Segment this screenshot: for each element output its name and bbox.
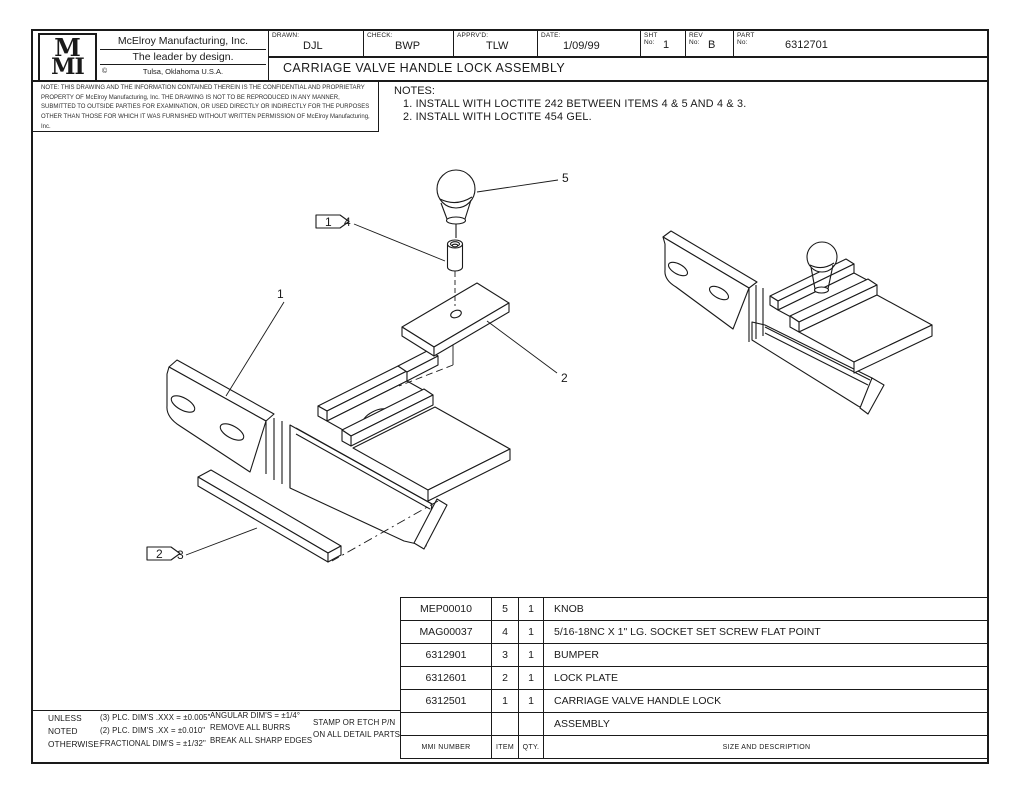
- table-row: 6312901 3 1 BUMPER: [401, 644, 989, 667]
- bom-item: 4: [492, 621, 519, 643]
- bom-description: ASSEMBLY: [554, 718, 610, 730]
- field-label-rev: REV No:: [689, 32, 703, 46]
- tolerance-2plc: (2) PLC. DIM'S .XX = ±0.010": [100, 726, 206, 735]
- bom-mmi-number: MAG00037: [401, 621, 492, 643]
- confidentiality-note: NOTE: THIS DRAWING AND THE INFORMATION C…: [41, 85, 370, 130]
- bom-item: 5: [492, 598, 519, 620]
- bom-header-qty: QTY.: [519, 736, 544, 758]
- titleblock-bottom-line: [31, 80, 987, 82]
- field-value-date: 1/09/99: [563, 40, 600, 52]
- titleblock-divider: [640, 31, 641, 56]
- bom-description: KNOB: [554, 603, 584, 615]
- field-value-rev: B: [708, 39, 716, 51]
- field-value-part: 6312701: [785, 39, 828, 51]
- bom-header-mmi-number: MMI NUMBER: [401, 736, 492, 758]
- bom-mmi-number: 6312501: [401, 690, 492, 712]
- tolerance-noted: NOTED: [48, 726, 78, 736]
- titleblock-divider: [268, 56, 987, 58]
- disclaimer-box-line: [378, 82, 379, 131]
- field-label-part: PART No:: [737, 32, 755, 46]
- titleblock-divider: [537, 31, 538, 56]
- bom-qty: 1: [519, 667, 544, 689]
- mcelroy-logo: M MI: [38, 33, 97, 82]
- bom-item: [492, 713, 519, 735]
- bill-of-materials: MEP00010 5 1 KNOB MAG00037 4 1 5/16-18NC…: [400, 597, 989, 759]
- bom-item: 1: [492, 690, 519, 712]
- field-label-drawn: DRAWN:: [272, 32, 300, 39]
- bom-description: 5/16-18NC X 1" LG. SOCKET SET SCREW FLAT…: [554, 626, 821, 638]
- field-label-check: CHECK:: [367, 32, 393, 39]
- note-remove-burrs: REMOVE ALL BURRS: [210, 723, 291, 732]
- bom-header-item: ITEM: [492, 736, 519, 758]
- bom-header-row: MMI NUMBER ITEM QTY. SIZE AND DESCRIPTIO…: [401, 736, 989, 759]
- field-value-drawn: DJL: [303, 40, 323, 52]
- note-break-edges: BREAK ALL SHARP EDGES: [210, 736, 313, 745]
- note-item-1: 1. INSTALL WITH LOCTITE 242 BETWEEN ITEM…: [403, 98, 747, 110]
- note-item-2: 2. INSTALL WITH LOCTITE 454 GEL.: [403, 111, 592, 123]
- bom-qty: 1: [519, 598, 544, 620]
- bom-item: 3: [492, 644, 519, 666]
- titleblock-divider: [363, 31, 364, 56]
- sheet-border: [31, 29, 989, 764]
- titleblock-divider: [733, 31, 734, 56]
- disclaimer-box-line: [31, 131, 379, 132]
- field-value-check: BWP: [395, 40, 421, 52]
- bom-qty: 1: [519, 690, 544, 712]
- field-label-date: DATE:: [541, 32, 561, 39]
- bom-item: 2: [492, 667, 519, 689]
- note-stamp-pn-2: ON ALL DETAIL PARTS: [313, 730, 401, 739]
- bom-description: BUMPER: [554, 649, 599, 661]
- company-location: Tulsa, Oklahoma U.S.A.: [142, 67, 224, 76]
- bom-mmi-number: [401, 713, 492, 735]
- bom-qty: 1: [519, 644, 544, 666]
- logo-text-mi: MI: [51, 53, 85, 80]
- table-row: 6312501 1 1 CARRIAGE VALVE HANDLE LOCK: [401, 690, 989, 713]
- tolerance-angular: ANGULAR DIM'S = ±1/4°: [210, 711, 301, 720]
- field-value-apprvd: TLW: [486, 40, 509, 52]
- logo-text-m: M: [54, 32, 81, 62]
- tolerance-fractional: FRACTIONAL DIM'S = ±1/32": [100, 739, 206, 748]
- bom-header-description: SIZE AND DESCRIPTION: [722, 743, 811, 751]
- field-value-sht: 1: [663, 39, 670, 51]
- table-row: MEP00010 5 1 KNOB: [401, 598, 989, 621]
- bom-mmi-number: MEP00010: [401, 598, 492, 620]
- company-tagline: The leader by design.: [100, 51, 266, 65]
- table-row: MAG00037 4 1 5/16-18NC X 1" LG. SOCKET S…: [401, 621, 989, 644]
- titleblock-divider: [453, 31, 454, 56]
- note-stamp-pn-1: STAMP OR ETCH P/N: [313, 718, 396, 727]
- bom-description: CARRIAGE VALVE HANDLE LOCK: [554, 695, 722, 707]
- footer-divider: [31, 710, 400, 711]
- bom-mmi-number: 6312601: [401, 667, 492, 689]
- company-name: McElroy Manufacturing, Inc.: [100, 35, 266, 50]
- field-label-apprvd: APPRV'D:: [457, 32, 489, 39]
- notes-heading: NOTES:: [394, 85, 435, 97]
- table-row: ASSEMBLY: [401, 713, 989, 736]
- tolerance-otherwise: OTHERWISE:: [48, 739, 102, 749]
- bom-description: LOCK PLATE: [554, 672, 618, 684]
- bom-mmi-number: 6312901: [401, 644, 492, 666]
- table-row: 6312601 2 1 LOCK PLATE: [401, 667, 989, 690]
- registered-symbol: ©: [102, 68, 108, 75]
- tolerance-3plc: (3) PLC. DIM'S .XXX = ±0.005": [100, 713, 211, 722]
- bom-qty: 1: [519, 621, 544, 643]
- titleblock-divider: [685, 31, 686, 56]
- bom-qty: [519, 713, 544, 735]
- drawing-title: CARRIAGE VALVE HANDLE LOCK ASSEMBLY: [283, 61, 566, 75]
- tolerance-unless: UNLESS: [48, 713, 82, 723]
- field-label-sht: SHT No:: [644, 32, 658, 46]
